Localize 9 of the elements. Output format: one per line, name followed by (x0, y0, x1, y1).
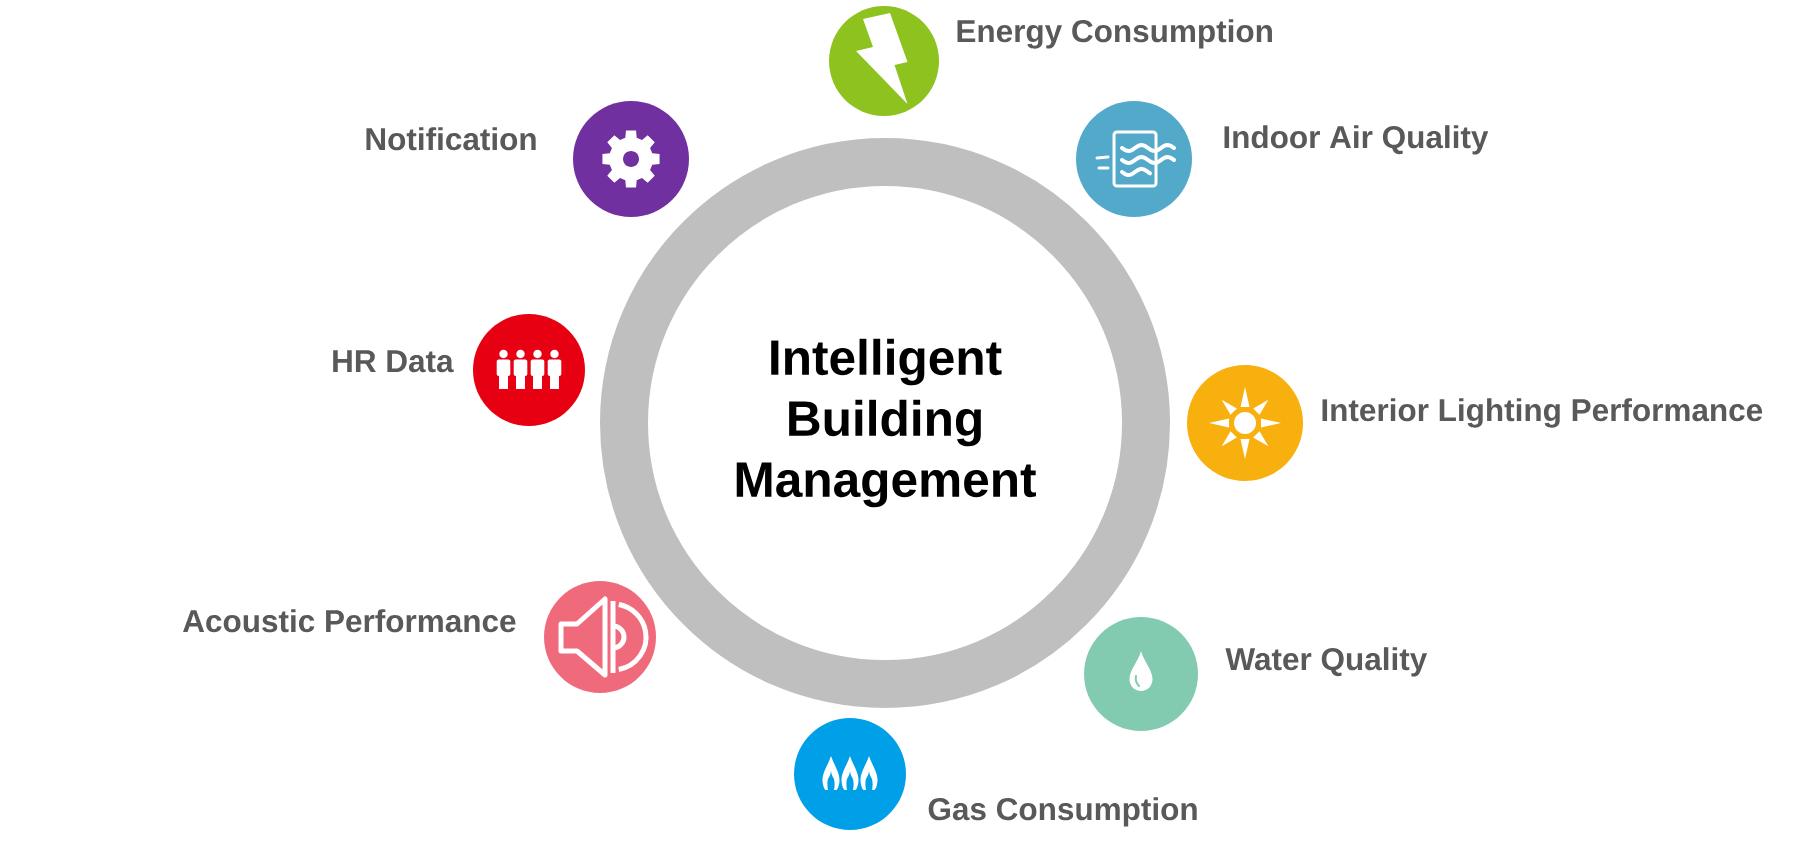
node-label: Indoor Air Quality (1224, 125, 1489, 155)
node-label: Interior Lighting Performance (1322, 398, 1763, 428)
node-label: Notification (366, 127, 536, 151)
node-label: Gas Consumption (928, 797, 1197, 827)
node-label: HR Data (333, 350, 454, 373)
node-label: Water Quality (1225, 647, 1428, 677)
node-label: Energy Consumption (957, 19, 1272, 49)
node-label: Acoustic Performance (183, 609, 516, 633)
hub-ring: Intelligent Building Management (600, 138, 1170, 708)
